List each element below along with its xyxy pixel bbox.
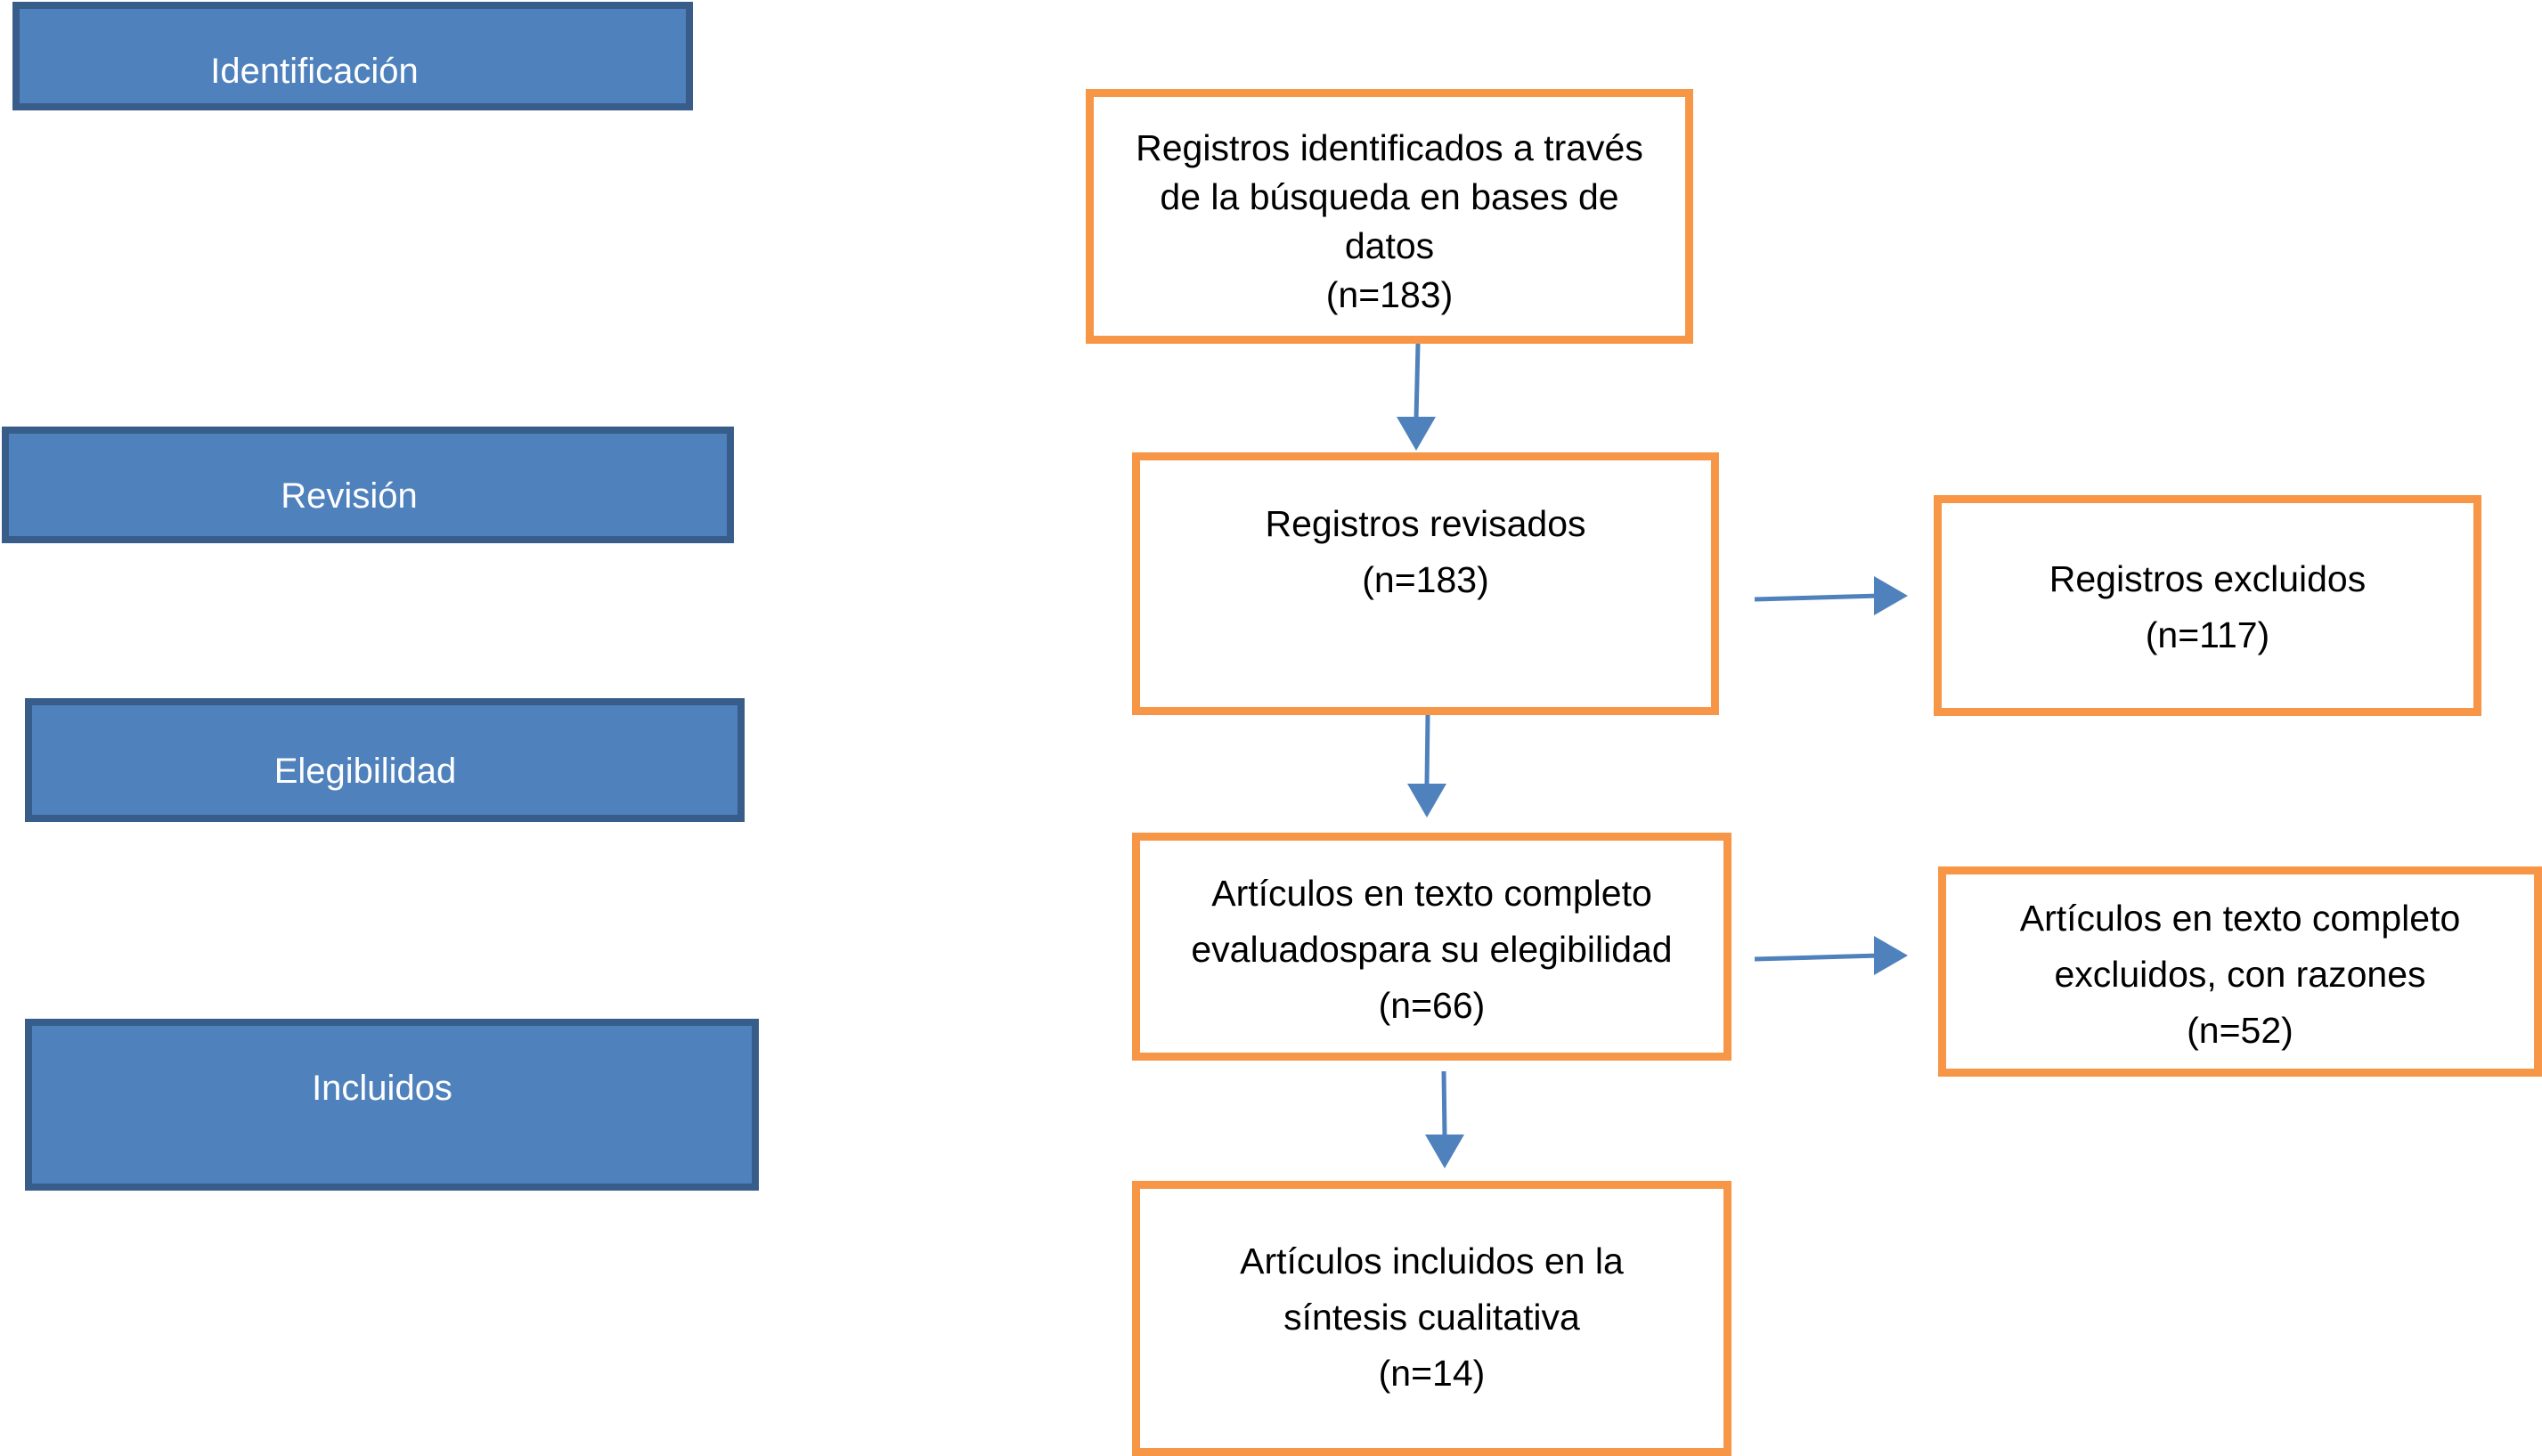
- included-count: (n=14): [1378, 1353, 1486, 1394]
- fulltext-line-2: evaluadospara su elegibilidad: [1191, 929, 1673, 970]
- fulltext-excluded-line-1: Artículos en texto completo: [2019, 898, 2461, 939]
- stage-incluidos: Incluidos: [25, 1019, 759, 1191]
- stage-identificacion: Identificación: [12, 2, 693, 110]
- arrow-identified-to-reviewed: [1397, 343, 1436, 451]
- arrow-reviewed-to-excluded: [1754, 576, 1908, 615]
- stage-elegibilidad: Elegibilidad: [25, 698, 745, 822]
- arrow-fulltext-to-excluded: [1754, 936, 1908, 975]
- included-line-2: síntesis cualitativa: [1283, 1297, 1580, 1338]
- reviewed-count: (n=183): [1362, 559, 1489, 600]
- arrow-fulltext-to-included: [1425, 1070, 1464, 1168]
- box-records-identified: Registros identificados a través de la b…: [1086, 89, 1693, 344]
- box-fulltext-excluded: Artículos en texto completo excluidos, c…: [1938, 866, 2542, 1077]
- included-line-1: Artículos incluidos en la: [1240, 1240, 1624, 1281]
- stage-revision-label: Revisión: [281, 476, 418, 516]
- box-included-synthesis: Artículos incluidos en la síntesis cuali…: [1132, 1181, 1731, 1456]
- fulltext-count: (n=66): [1378, 985, 1486, 1026]
- box-records-excluded: Registros excluidos (n=117): [1934, 495, 2481, 716]
- fulltext-excluded-line-2: excluidos, con razones: [2054, 954, 2426, 995]
- identified-line-2: de la búsqueda en bases de: [1160, 176, 1619, 217]
- stage-elegibilidad-label: Elegibilidad: [273, 752, 457, 791]
- identified-line-1: Registros identificados a través: [1136, 127, 1643, 168]
- stage-revision: Revisión: [2, 427, 734, 543]
- identified-count: (n=183): [1325, 274, 1454, 315]
- stage-incluidos-label: Incluidos: [312, 1069, 452, 1108]
- box-fulltext-assessed: Artículos en texto completo evaluadospar…: [1132, 833, 1731, 1061]
- reviewed-line-1: Registros revisados: [1265, 503, 1586, 544]
- fulltext-excluded-count: (n=52): [2187, 1010, 2294, 1051]
- excluded-line-1: Registros excluidos: [2049, 558, 2367, 599]
- box-records-reviewed: Registros revisados (n=183): [1132, 452, 1719, 715]
- excluded-count: (n=117): [2145, 614, 2270, 655]
- identified-line-3: datos: [1344, 225, 1435, 266]
- fulltext-line-1: Artículos en texto completo: [1211, 873, 1652, 914]
- arrow-reviewed-to-fulltext: [1407, 714, 1446, 817]
- stage-identificacion-label: Identificación: [210, 52, 419, 91]
